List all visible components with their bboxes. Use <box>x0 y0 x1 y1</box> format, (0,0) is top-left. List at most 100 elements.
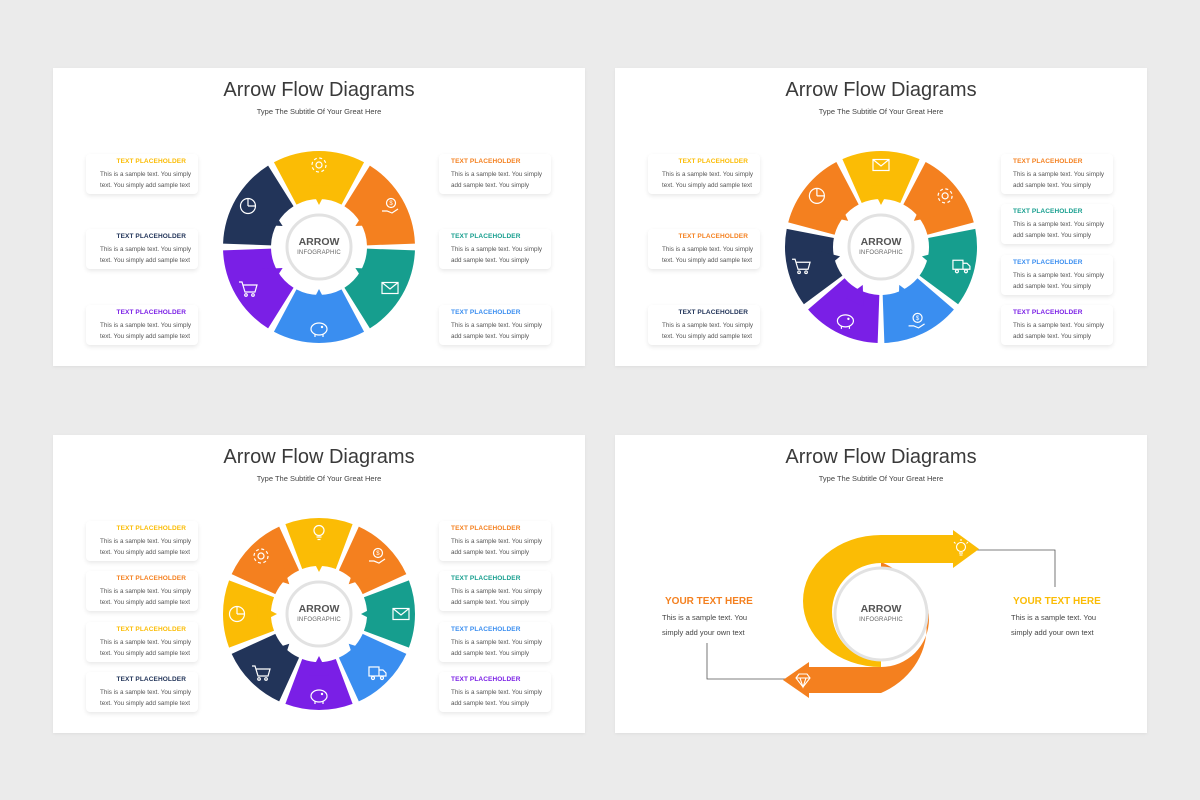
text-card: TEXT PLACEHOLDER This is a sample text. … <box>439 154 551 194</box>
slide-title: Arrow Flow Diagrams <box>785 446 977 468</box>
text-card: TEXT PLACEHOLDER This is a sample text. … <box>1001 204 1113 244</box>
card-body: This is a sample text. You simply text. … <box>100 588 191 606</box>
ring-segment <box>919 228 977 305</box>
card-heading: TEXT PLACEHOLDER <box>116 575 186 582</box>
text-card: TEXT PLACEHOLDER This is a sample text. … <box>439 305 551 345</box>
left-heading: YOUR TEXT HERE <box>665 596 753 607</box>
card-body: This is a sample text. You simply add sa… <box>451 246 542 264</box>
svg-text:$: $ <box>389 201 393 207</box>
slide-8-steps: Arrow Flow Diagrams Type The Subtitle Of… <box>53 435 585 733</box>
card-body: This is a sample text. You simply add sa… <box>451 639 542 657</box>
diamond-icon <box>795 673 811 689</box>
text-card: TEXT PLACEHOLDER This is a sample text. … <box>439 521 551 561</box>
piggy-bank-icon <box>310 689 328 704</box>
arrow-cycle-diagram: $ <box>223 151 415 343</box>
center-subtitle: INFOGRAPHIC <box>297 617 341 623</box>
right-body: This is a sample text. You simply add yo… <box>1011 610 1096 640</box>
text-card: TEXT PLACEHOLDER This is a sample text. … <box>439 672 551 712</box>
card-body: This is a sample text. You simply add sa… <box>451 171 542 189</box>
ring-segment <box>785 228 843 305</box>
text-card: TEXT PLACEHOLDER This is a sample text. … <box>439 571 551 611</box>
card-body: This is a sample text. You simply text. … <box>100 689 191 707</box>
segment-arrow <box>309 185 329 205</box>
segment-arrow <box>921 250 943 271</box>
segment-arrow <box>309 289 329 309</box>
text-card: TEXT PLACEHOLDER This is a sample text. … <box>648 305 760 345</box>
connector-line <box>706 643 785 680</box>
piggy-bank-icon <box>836 314 855 329</box>
ring-segment <box>285 658 353 710</box>
segment-arrow <box>819 250 841 271</box>
card-body: This is a sample text. You simply text. … <box>662 246 753 264</box>
center-title: ARROW <box>298 603 340 615</box>
slide-subtitle: Type The Subtitle Of Your Great Here <box>256 107 382 116</box>
slide-subtitle: Type The Subtitle Of Your Great Here <box>256 474 382 483</box>
segment-arrow <box>309 552 329 572</box>
slide-title: Arrow Flow Diagrams <box>785 79 977 101</box>
cart-icon <box>238 281 258 297</box>
card-heading: TEXT PLACEHOLDER <box>678 158 748 165</box>
card-body: This is a sample text. You simply add sa… <box>1013 171 1104 189</box>
arrow-cycle-diagram: $ <box>785 151 977 343</box>
segment-arrow <box>309 656 329 676</box>
segment-arrow <box>257 604 277 624</box>
ring-segment <box>222 580 275 648</box>
bottom-arrow <box>783 562 929 698</box>
segment-arrow <box>268 643 290 665</box>
card-body: This is a sample text. You simply add sa… <box>451 538 542 556</box>
card-body: This is a sample text. You simply text. … <box>100 322 191 340</box>
card-heading: TEXT PLACEHOLDER <box>678 309 748 316</box>
lightbulb-icon <box>953 539 969 556</box>
card-body: This is a sample text. You simply add sa… <box>451 689 542 707</box>
envelope-icon <box>381 281 399 295</box>
center-subtitle: INFOGRAPHIC <box>859 250 903 256</box>
text-card: TEXT PLACEHOLDER This is a sample text. … <box>86 622 198 662</box>
cart-icon <box>792 258 811 275</box>
segment-arrow <box>898 284 917 307</box>
card-heading: TEXT PLACEHOLDER <box>678 233 748 240</box>
right-body-line: simply add your own text <box>1011 628 1094 637</box>
text-card: TEXT PLACEHOLDER This is a sample text. … <box>1001 154 1113 194</box>
piggy-bank-icon <box>310 322 328 337</box>
segment-arrow <box>348 563 370 585</box>
card-body: This is a sample text. You simply text. … <box>100 246 191 264</box>
left-body-line: simply add your own text <box>662 628 745 637</box>
text-card: TEXT PLACEHOLDER This is a sample text. … <box>1001 255 1113 295</box>
segment-arrow <box>913 201 936 221</box>
segment-arrow <box>355 207 377 226</box>
center-title: ARROW <box>298 236 340 248</box>
slide-title: Arrow Flow Diagrams <box>223 446 415 468</box>
two-arrow-loop-diagram <box>706 530 1056 698</box>
text-card: TEXT PLACEHOLDER This is a sample text. … <box>1001 305 1113 345</box>
card-body: This is a sample text. You simply text. … <box>662 322 753 340</box>
card-heading: TEXT PLACEHOLDER <box>451 158 521 165</box>
card-body: This is a sample text. You simply add sa… <box>1013 322 1104 340</box>
center-subtitle: INFOGRAPHIC <box>859 617 903 623</box>
connector-line <box>977 549 1056 587</box>
slide-7-steps: Arrow Flow Diagrams Type The Subtitle Of… <box>615 68 1147 366</box>
ring-segment <box>842 151 920 204</box>
ring-segment <box>273 289 365 343</box>
card-body: This is a sample text. You simply add sa… <box>1013 272 1104 290</box>
gear-icon <box>311 157 327 173</box>
center-title: ARROW <box>860 236 902 248</box>
slide-2-steps: Arrow Flow Diagrams Type The Subtitle Of… <box>615 435 1147 733</box>
card-heading: TEXT PLACEHOLDER <box>451 575 521 582</box>
pie-chart-icon <box>808 187 825 204</box>
right-heading: YOUR TEXT HERE <box>1013 596 1101 607</box>
segment-arrow <box>826 201 849 221</box>
slide-6-steps: Arrow Flow Diagrams Type The Subtitle Of… <box>53 68 585 366</box>
card-heading: TEXT PLACEHOLDER <box>116 676 186 683</box>
center-title: ARROW <box>860 603 902 615</box>
card-heading: TEXT PLACEHOLDER <box>451 626 521 633</box>
card-heading: TEXT PLACEHOLDER <box>1013 259 1083 266</box>
center-subtitle: INFOGRAPHIC <box>297 250 341 256</box>
center-circle <box>285 580 353 648</box>
ring-segment <box>363 580 415 648</box>
card-heading: TEXT PLACEHOLDER <box>451 309 521 316</box>
segment-arrow <box>871 185 891 205</box>
segment-arrow <box>355 268 377 287</box>
card-heading: TEXT PLACEHOLDER <box>451 525 521 532</box>
svg-text:$: $ <box>376 551 380 557</box>
text-card: TEXT PLACEHOLDER This is a sample text. … <box>86 229 198 269</box>
